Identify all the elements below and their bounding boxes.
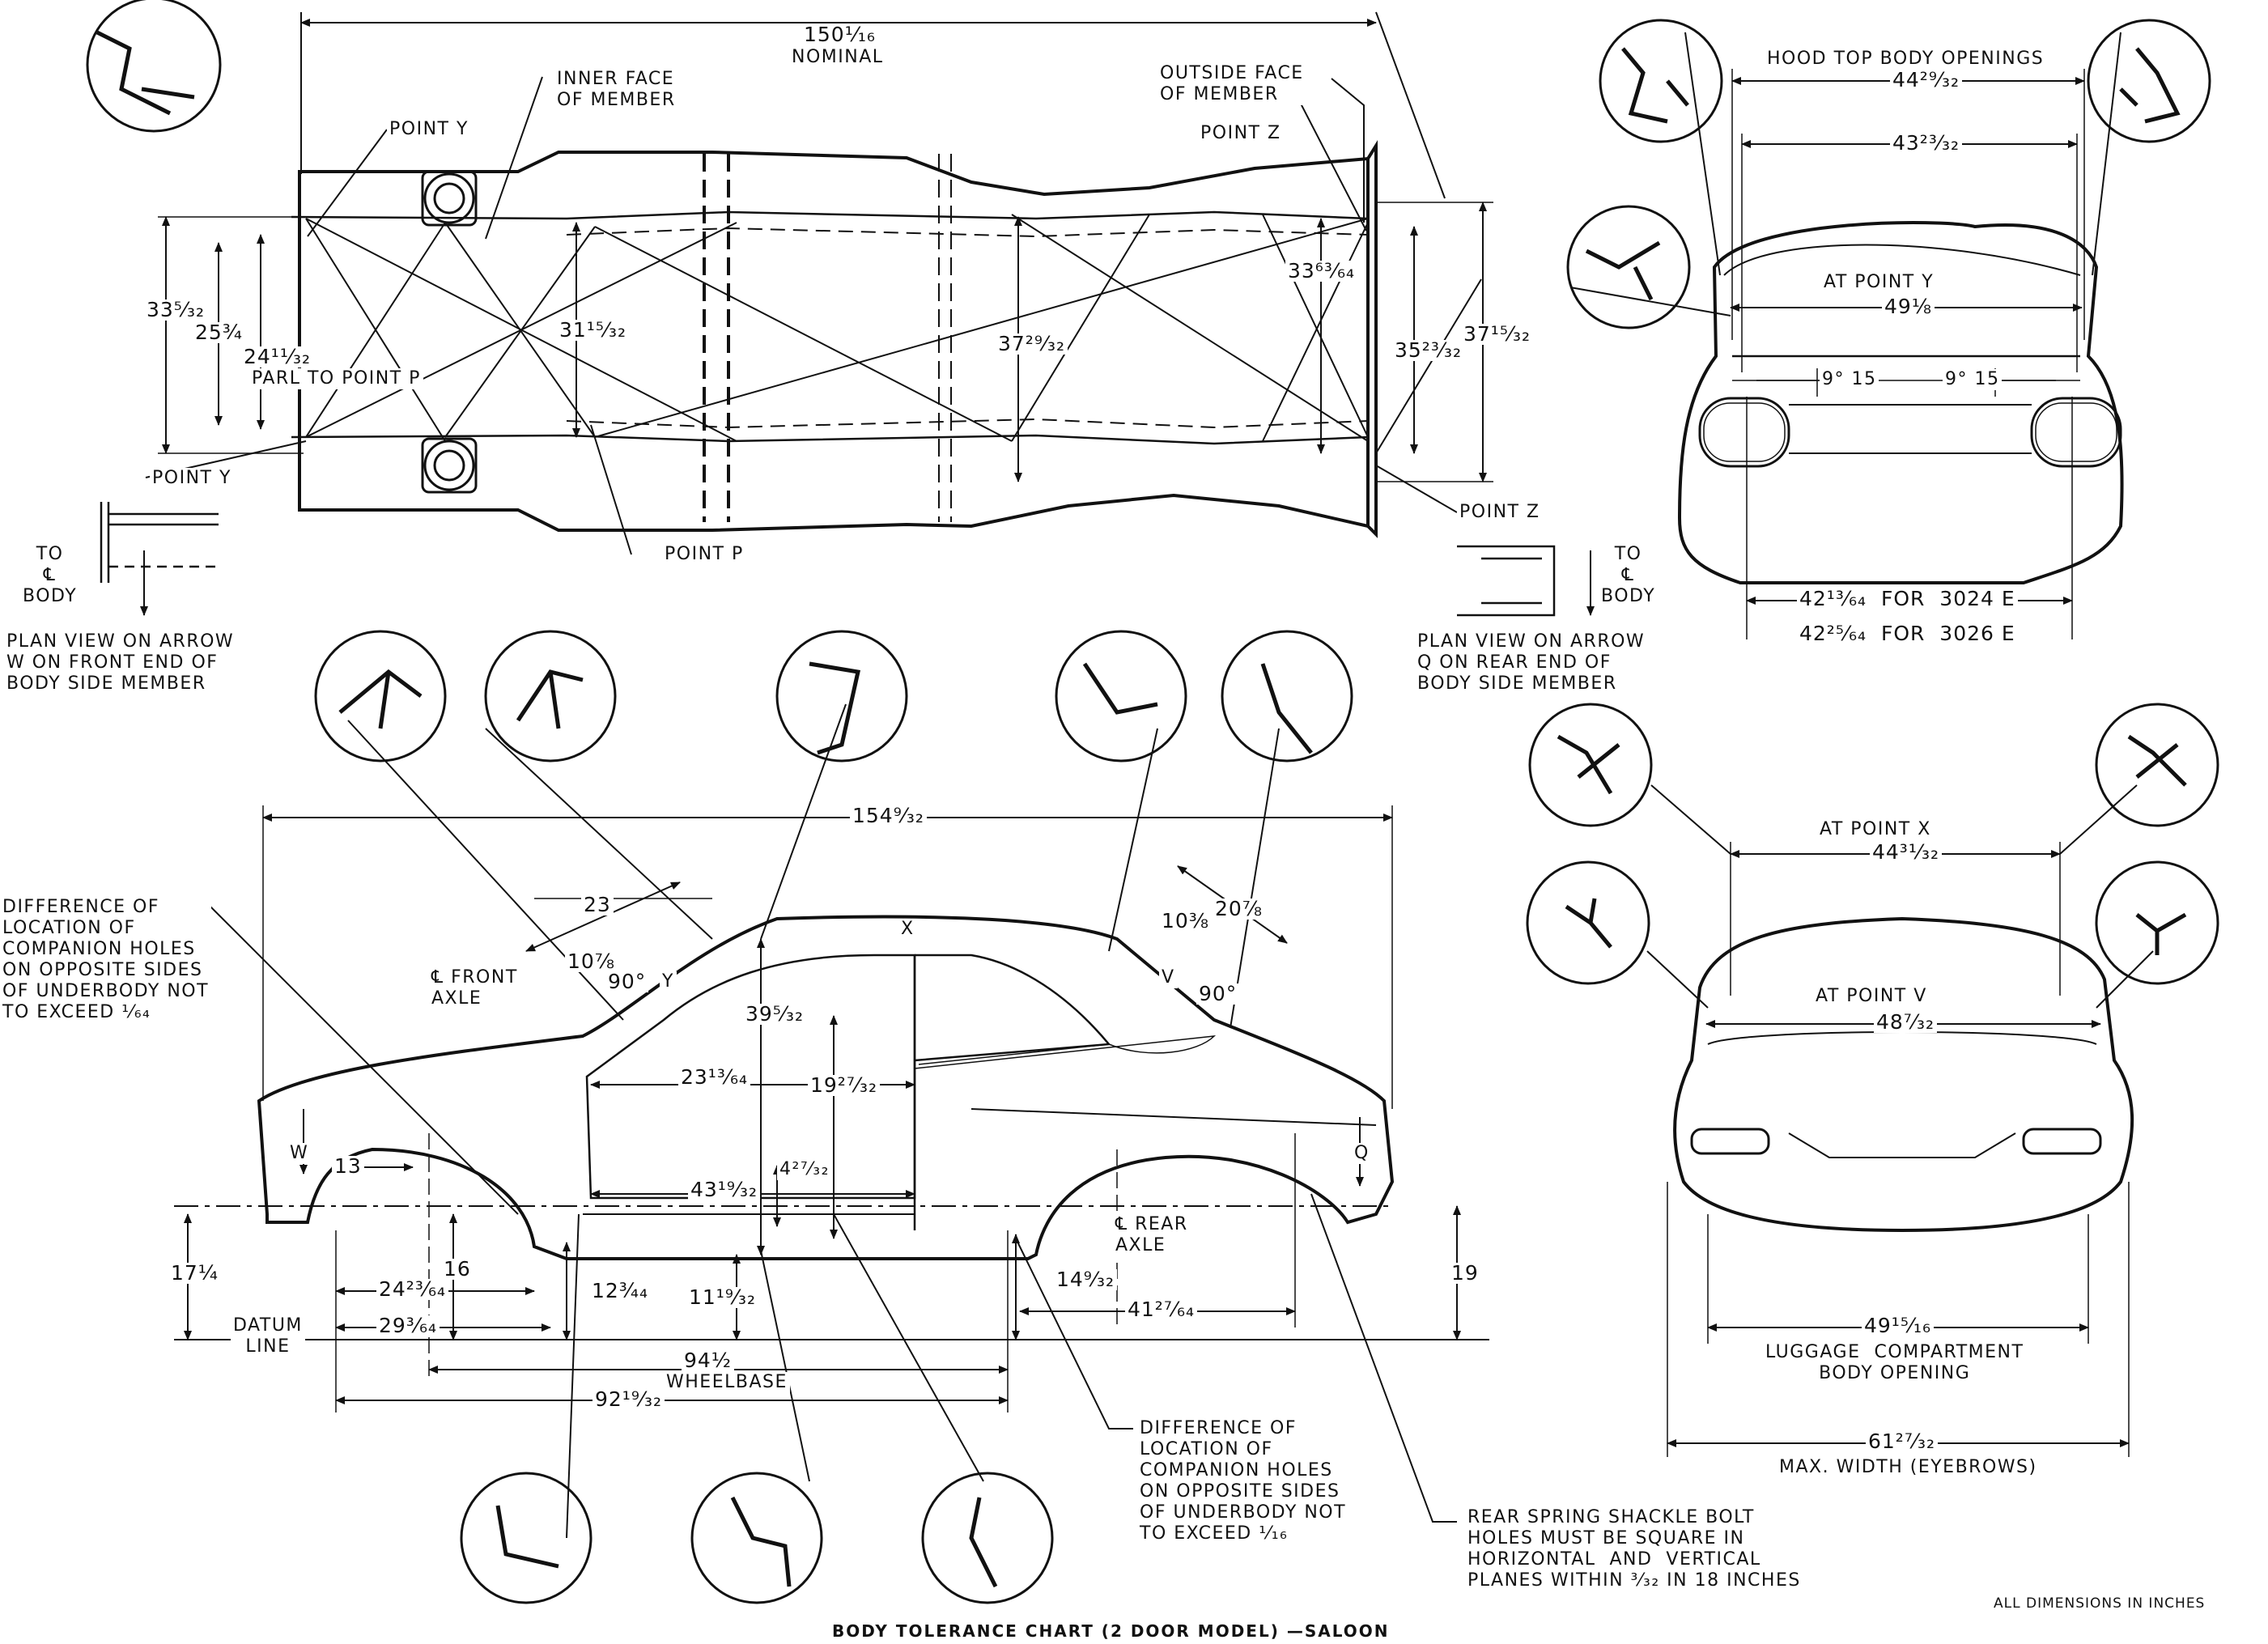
- dim-39-5-32: 39⁵⁄₃₂: [743, 1004, 807, 1025]
- to-cl-body-right: TO ℄ BODY: [1599, 544, 1659, 607]
- side-view: [170, 703, 1489, 1539]
- point-y-label: POINT Y: [387, 119, 471, 140]
- at-point-x-label: AT POINT X: [1817, 819, 1934, 840]
- dim-92-19-32: 92¹⁹⁄₃₂: [592, 1389, 665, 1410]
- plan-view-w-note: PLAN VIEW ON ARROW W ON FRONT END OF BOD…: [4, 631, 237, 695]
- dim-44-31-32: 44³¹⁄₃₂: [1870, 842, 1943, 863]
- units-note: ALL DIMENSIONS IN INCHES: [1991, 1593, 2208, 1614]
- angle-90-front: 90°: [605, 971, 649, 992]
- luggage-compartment-label: LUGGAGE COMPARTMENT BODY OPENING: [1763, 1342, 2027, 1384]
- point-x-marker: X: [898, 919, 917, 940]
- dim-35-23-32: 35²³⁄₃₂: [1392, 340, 1465, 361]
- dim-154-9-32: 154⁹⁄₃₂: [850, 805, 927, 826]
- datum-line-label: DATUM LINE: [231, 1315, 305, 1357]
- outside-face-label: OUTSIDE FACE OF MEMBER: [1157, 63, 1306, 105]
- point-q-marker: Q: [1352, 1143, 1372, 1164]
- spring-shackle-note: REAR SPRING SHACKLE BOLT HOLES MUST BE S…: [1465, 1507, 1803, 1591]
- dim-49-15-16: 49¹⁵⁄₁₆: [1862, 1315, 1935, 1336]
- dim-31-15-32: 31¹⁵⁄₃₂: [557, 320, 630, 341]
- dim-43-23-32: 43²³⁄₃₂: [1890, 133, 1963, 154]
- point-z-side-label: POINT Z: [1457, 502, 1543, 523]
- at-point-v-label: AT POINT V: [1813, 986, 1930, 1007]
- inner-face-label: INNER FACE OF MEMBER: [554, 69, 678, 111]
- nominal-dimension: 150¹⁄₁₆: [801, 24, 878, 45]
- dim-37-15-32: 37¹⁵⁄₃₂: [1461, 324, 1534, 345]
- dim-33-63-64: 33⁶³⁄₆₄: [1285, 261, 1358, 282]
- rear-member-plan: [1457, 545, 1595, 617]
- hood-top-label: HOOD TOP BODY OPENINGS: [1765, 49, 2047, 70]
- rear-view: [1569, 32, 2124, 639]
- dim-42-13-64: 42¹³⁄₆₄ FOR 3024 E: [1797, 588, 2018, 610]
- dim-24-11-32: 24¹¹⁄₃₂: [241, 346, 314, 367]
- point-y-side-label: POINT Y: [150, 468, 234, 489]
- dim-29-3-64: 29³⁄₆₄: [376, 1315, 440, 1336]
- dim-11-19-32: 11¹⁹⁄₃₂: [686, 1287, 759, 1308]
- point-y-marker: Y: [660, 971, 677, 992]
- dim-25-3-4: 25¾: [193, 322, 246, 343]
- dim-37-29-32: 37²⁹⁄₃₂: [996, 333, 1068, 355]
- dim-17-1-4: 17¼: [168, 1263, 222, 1284]
- front-member-plan: [100, 502, 219, 616]
- point-v-marker: V: [1159, 967, 1178, 988]
- dim-12-3-64: 12¾₄: [589, 1281, 652, 1302]
- plan-view: [145, 11, 1493, 555]
- point-z-label: POINT Z: [1198, 123, 1284, 144]
- front-axle-label: ℄ FRONT AXLE: [429, 967, 520, 1009]
- angle-left: 9° 15: [1820, 369, 1879, 390]
- dim-16: 16: [441, 1259, 474, 1280]
- point-p-label: POINT P: [662, 544, 746, 565]
- difference-note-left: DIFFERENCE OF LOCATION OF COMPANION HOLE…: [0, 897, 212, 1023]
- dim-49-1-8: 49⅛: [1882, 296, 1935, 317]
- at-point-y-label: AT POINT Y: [1821, 272, 1937, 293]
- rear-axle-label: ℄ REAR AXLE: [1113, 1214, 1191, 1256]
- dim-23: 23: [581, 894, 614, 915]
- dim-33-5-32: 33⁵⁄₃₂: [144, 299, 208, 321]
- dim-94-1-2: 94½: [682, 1350, 735, 1371]
- max-width-label: MAX. WIDTH (EYEBROWS): [1777, 1457, 2040, 1478]
- wheelbase-label: WHEELBASE: [664, 1372, 790, 1393]
- to-cl-body-left: TO ℄ BODY: [20, 544, 80, 607]
- parl-to-point-p: PARL TO POINT P: [249, 368, 423, 389]
- dim-41-27-64: 41²⁷⁄₆₄: [1125, 1299, 1198, 1320]
- point-w-marker: W: [287, 1143, 312, 1164]
- dim-13: 13: [332, 1156, 364, 1177]
- difference-note-right: DIFFERENCE OF LOCATION OF COMPANION HOLE…: [1137, 1418, 1349, 1544]
- dim-43-19-32: 43¹⁹⁄₃₂: [688, 1179, 761, 1200]
- dim-20-7-8: 20⅞: [1213, 898, 1266, 920]
- dim-19: 19: [1449, 1263, 1481, 1284]
- dim-44-29-32: 44²⁹⁄₃₂: [1890, 70, 1963, 91]
- angle-right: 9° 15: [1943, 369, 2003, 390]
- plan-view-q-note: PLAN VIEW ON ARROW Q ON REAR END OF BODY…: [1415, 631, 1648, 695]
- angle-90-rear: 90°: [1196, 983, 1240, 1005]
- dim-14-9-32: 14⁹⁄₃₂: [1054, 1269, 1118, 1290]
- dim-19-27-32: 19²⁷⁄₃₂: [808, 1075, 881, 1096]
- dim-48-7-32: 48⁷⁄₃₂: [1874, 1012, 1938, 1033]
- dim-4-27-32: 4²⁷⁄₃₂: [777, 1159, 832, 1180]
- dim-61-27-32: 61²⁷⁄₃₂: [1866, 1431, 1939, 1452]
- dim-42-25-64: 42²⁵⁄₆₄ FOR 3026 E: [1797, 623, 2018, 644]
- dim-10-3-8: 10⅜: [1159, 911, 1213, 932]
- dim-24-23-64: 24²³⁄₆₄: [376, 1279, 449, 1300]
- chart-title: BODY TOLERANCE CHART (2 DOOR MODEL) —SAL…: [830, 1621, 1392, 1642]
- nominal-label: NOMINAL: [789, 47, 886, 68]
- dim-23-13-64: 23¹³⁄₆₄: [678, 1067, 751, 1088]
- section-detail-circles: [86, 0, 2219, 1604]
- dim-10-7-8: 10⅞: [565, 951, 618, 972]
